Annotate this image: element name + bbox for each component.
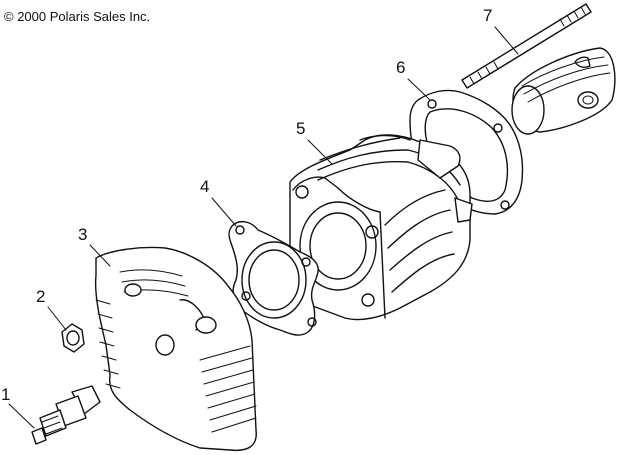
spark-plug-part <box>31 385 101 445</box>
cylinder-head-part <box>94 246 257 452</box>
leader-6 <box>407 78 431 101</box>
leader-7 <box>494 26 519 55</box>
leader-2 <box>47 306 67 331</box>
callout-3: 3 <box>78 225 87 244</box>
callout-1: 1 <box>1 385 10 404</box>
head-gasket-part <box>228 220 319 336</box>
copyright-notice: © 2000 Polaris Sales Inc. <box>4 9 151 24</box>
callouts: 1 2 3 4 5 6 7 <box>1 6 519 429</box>
callout-4: 4 <box>200 177 209 196</box>
cylinder-part <box>289 134 473 321</box>
callout-7: 7 <box>483 6 492 25</box>
leader-3 <box>89 244 111 267</box>
callout-6: 6 <box>396 58 405 77</box>
stud-part <box>461 3 592 89</box>
leader-1 <box>8 403 35 429</box>
piston-part <box>511 47 616 135</box>
leader-4 <box>211 197 237 227</box>
callout-2: 2 <box>36 287 45 306</box>
callout-5: 5 <box>296 119 305 138</box>
leader-5 <box>307 139 333 165</box>
nut-part <box>61 323 85 353</box>
